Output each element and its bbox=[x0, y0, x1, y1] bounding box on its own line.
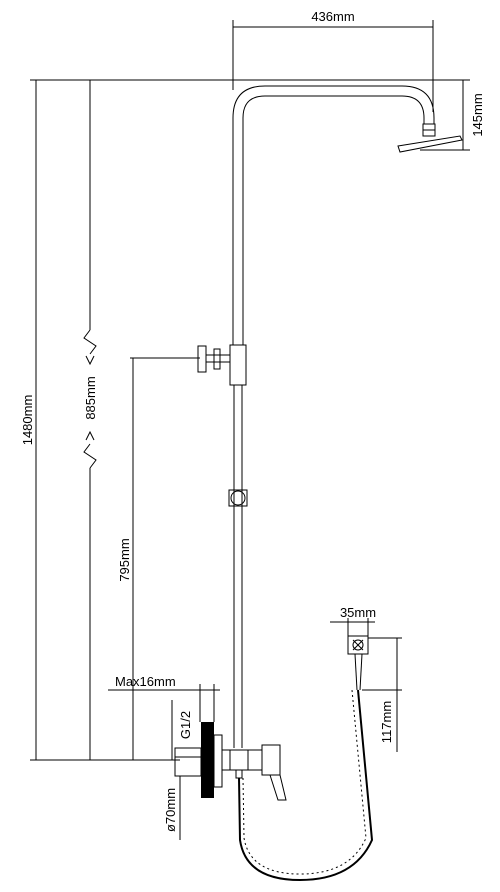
handshower-length-label: 117mm bbox=[379, 701, 394, 743]
handshower-width-label: 35mm bbox=[340, 605, 376, 620]
adjustable-range-label: 885mm bbox=[83, 376, 98, 419]
head-drop-label: 145mm bbox=[470, 93, 485, 136]
head-drop-dimension: 145mm bbox=[420, 79, 485, 151]
mixer-valve bbox=[221, 744, 287, 801]
holder-height-label: 795mm bbox=[117, 538, 132, 581]
escutcheon-diameter-dimension: ø70mm bbox=[163, 776, 181, 840]
holder-height-dimension: 795mm bbox=[117, 357, 200, 760]
max-thickness-label: Max16mm bbox=[115, 674, 176, 689]
holder-bracket bbox=[197, 344, 247, 386]
adjustable-range-dimension: 885mm bbox=[83, 80, 98, 760]
handshower-width-dimension: 35mm bbox=[330, 605, 376, 636]
riser-pipe bbox=[232, 85, 435, 748]
shower-head bbox=[397, 123, 463, 153]
max-thickness-dimension: Max16mm bbox=[108, 674, 220, 722]
shower-hose bbox=[238, 689, 374, 882]
thread-label: G1/2 bbox=[178, 711, 193, 739]
hand-shower bbox=[347, 635, 369, 691]
total-height-label: 1480mm bbox=[20, 395, 35, 446]
handshower-length-dimension: 117mm bbox=[362, 637, 402, 752]
arm-width-dimension: 436mm bbox=[232, 9, 434, 112]
arm-width-label: 436mm bbox=[311, 9, 354, 24]
thread-dimension: G1/2 bbox=[171, 700, 193, 760]
escutcheon-diameter-label: ø70mm bbox=[163, 788, 178, 832]
total-height-dimension: 1480mm bbox=[20, 79, 440, 761]
middle-slider bbox=[228, 489, 248, 507]
